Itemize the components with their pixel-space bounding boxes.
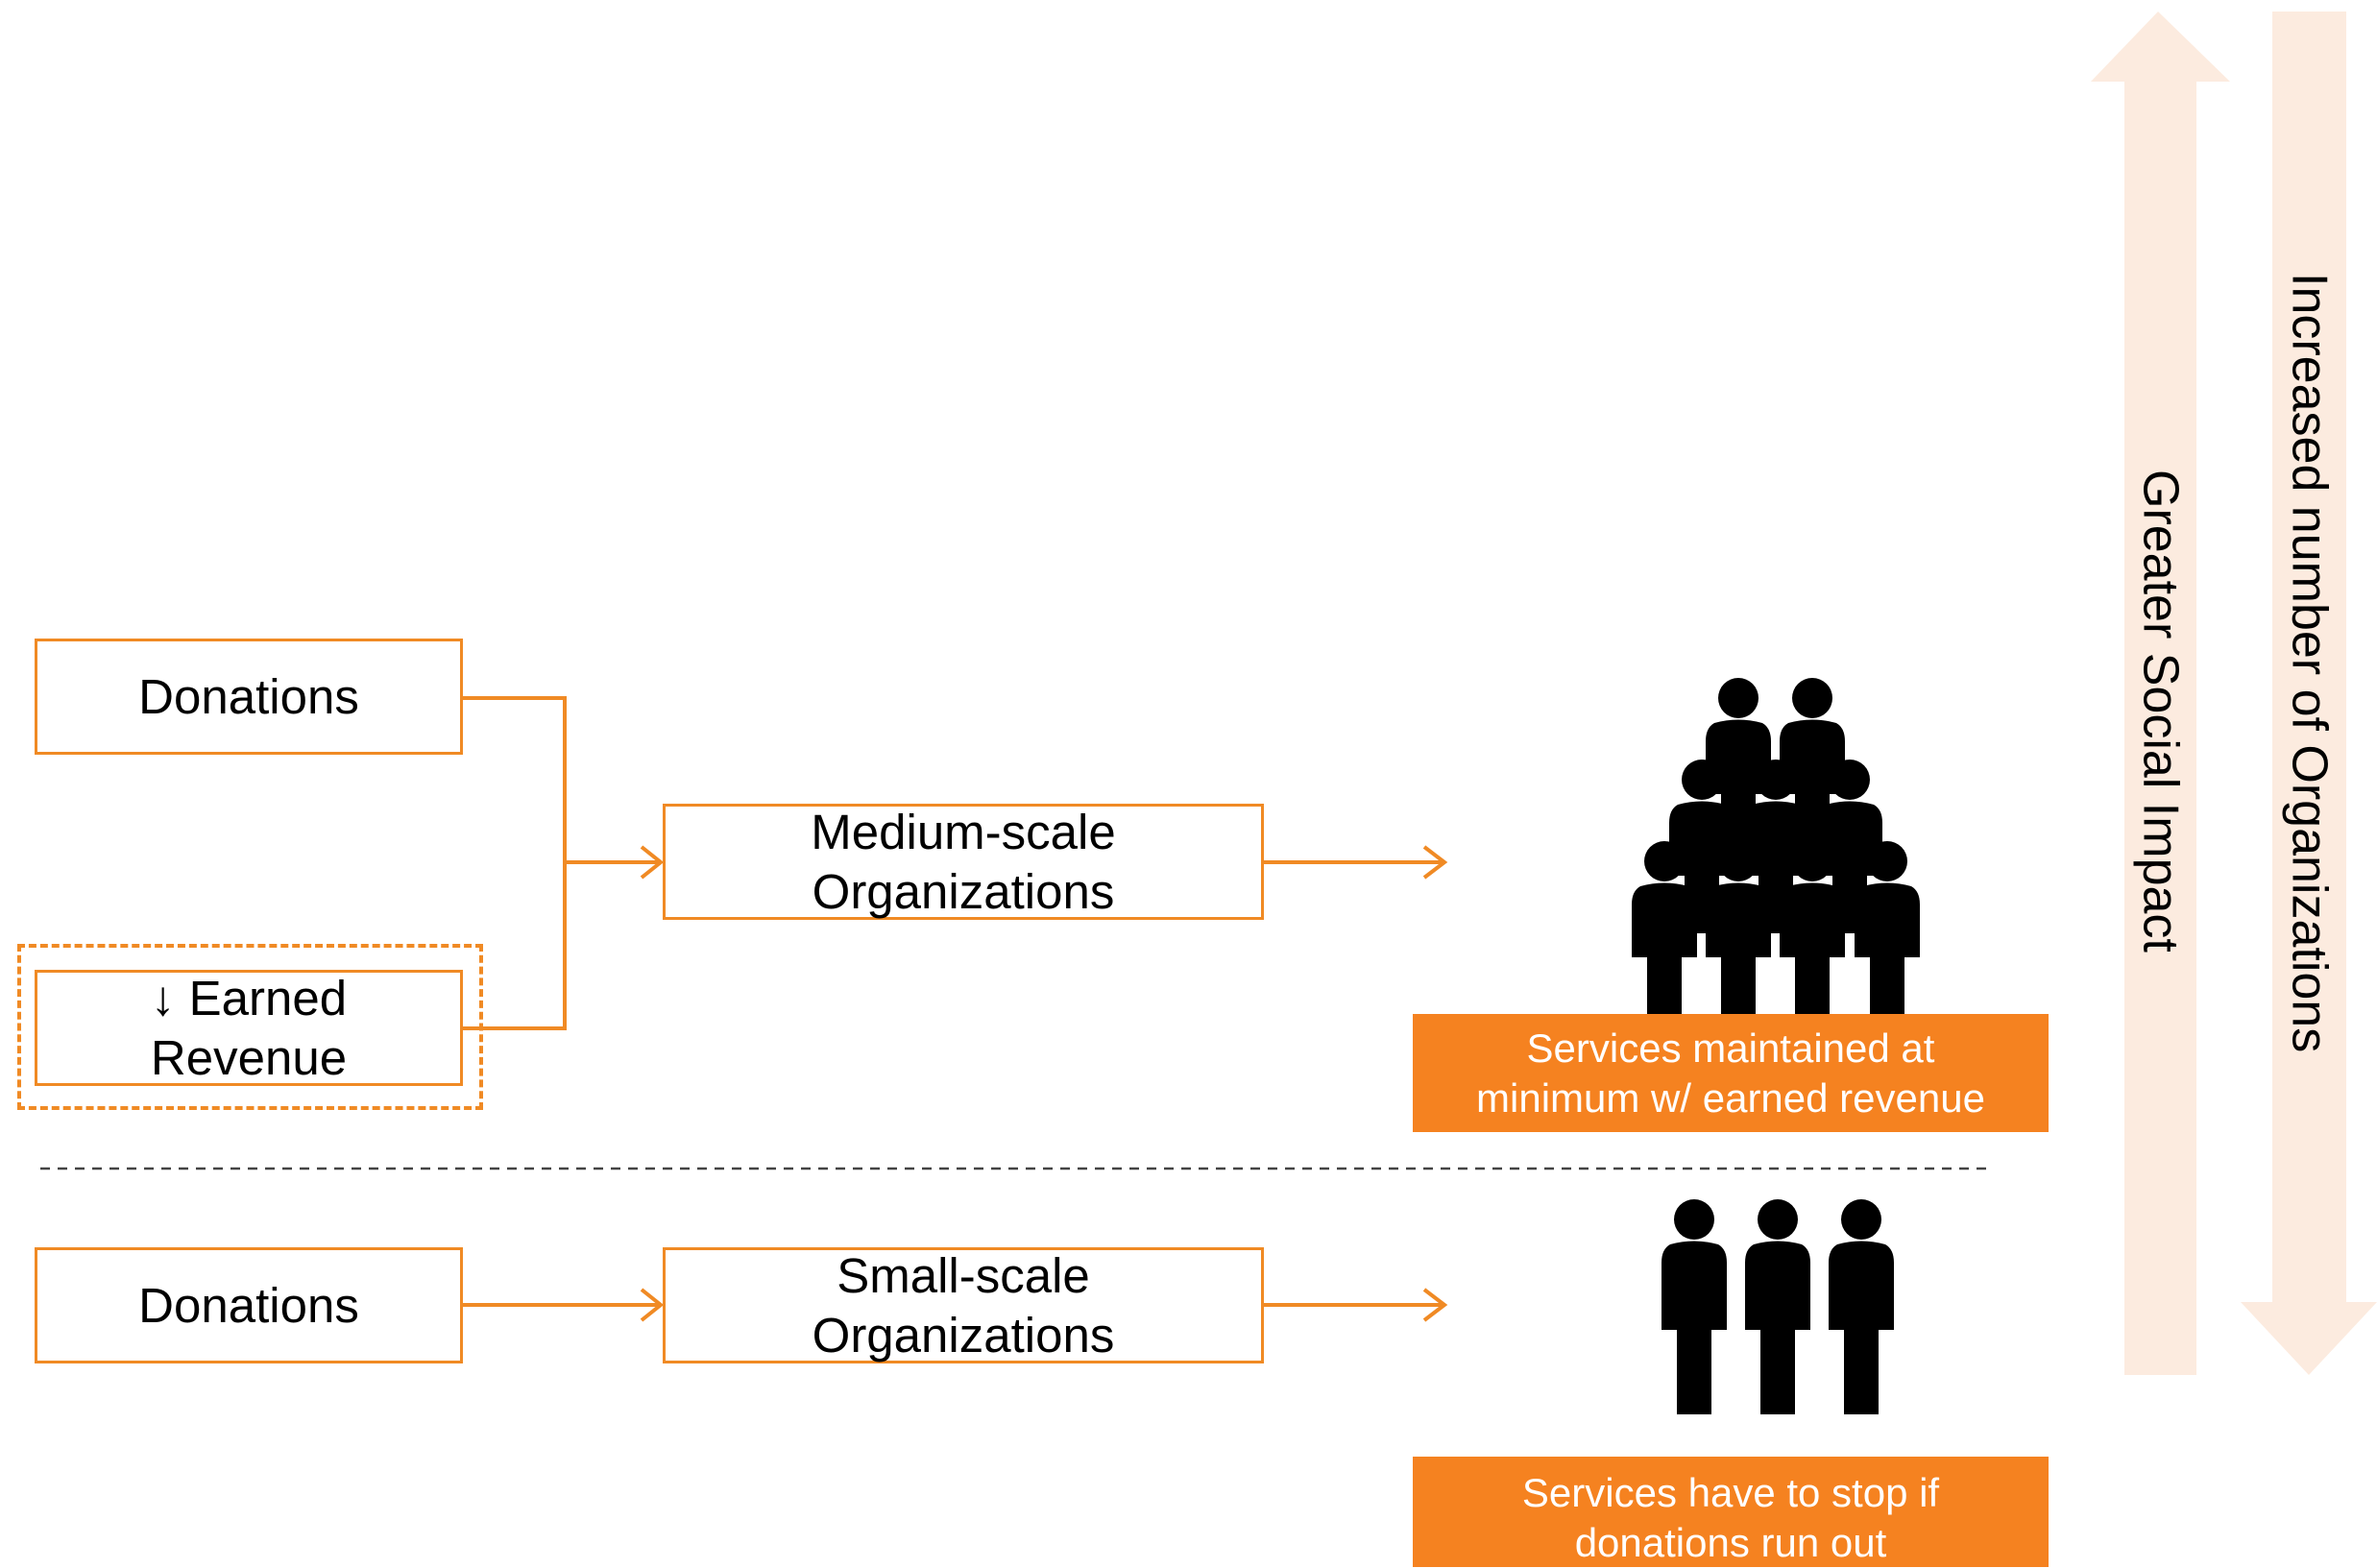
donations-box-bottom: Donations bbox=[35, 1247, 463, 1363]
top-row-connectors bbox=[462, 696, 1448, 1030]
small-org-label: Small-scale Organizations bbox=[812, 1247, 1115, 1363]
bottom-row-connectors bbox=[462, 1288, 1448, 1322]
impact-up-arrow bbox=[2091, 12, 2230, 1375]
donations-label-bottom: Donations bbox=[138, 1277, 359, 1333]
organizations-down-arrow bbox=[2241, 12, 2377, 1375]
donations-box-top: Donations bbox=[35, 639, 463, 755]
organizations-axis-label: Increased number of Organizations bbox=[2281, 272, 2338, 1053]
medium-org-box: Medium-scale Organizations bbox=[663, 804, 1264, 920]
small-outcome-label: Services have to stop if donations run o… bbox=[1521, 1470, 1940, 1565]
medium-org-label: Medium-scale Organizations bbox=[811, 804, 1116, 919]
medium-outcome-banner: Services maintained at minimum w/ earned… bbox=[1413, 1014, 2049, 1132]
earned-revenue-highlight bbox=[17, 944, 483, 1110]
earned-revenue-label: ↓ Earned Revenue bbox=[150, 970, 348, 1085]
small-org-box: Small-scale Organizations bbox=[663, 1247, 1264, 1363]
donations-label-top: Donations bbox=[138, 668, 359, 724]
impact-axis-label: Greater Social Impact bbox=[2132, 469, 2189, 953]
medium-outcome-label: Services maintained at minimum w/ earned… bbox=[1476, 1025, 1985, 1121]
earned-revenue-box: ↓ Earned Revenue bbox=[35, 970, 463, 1086]
small-outcome-banner: Services have to stop if donations run o… bbox=[1413, 1457, 2049, 1567]
